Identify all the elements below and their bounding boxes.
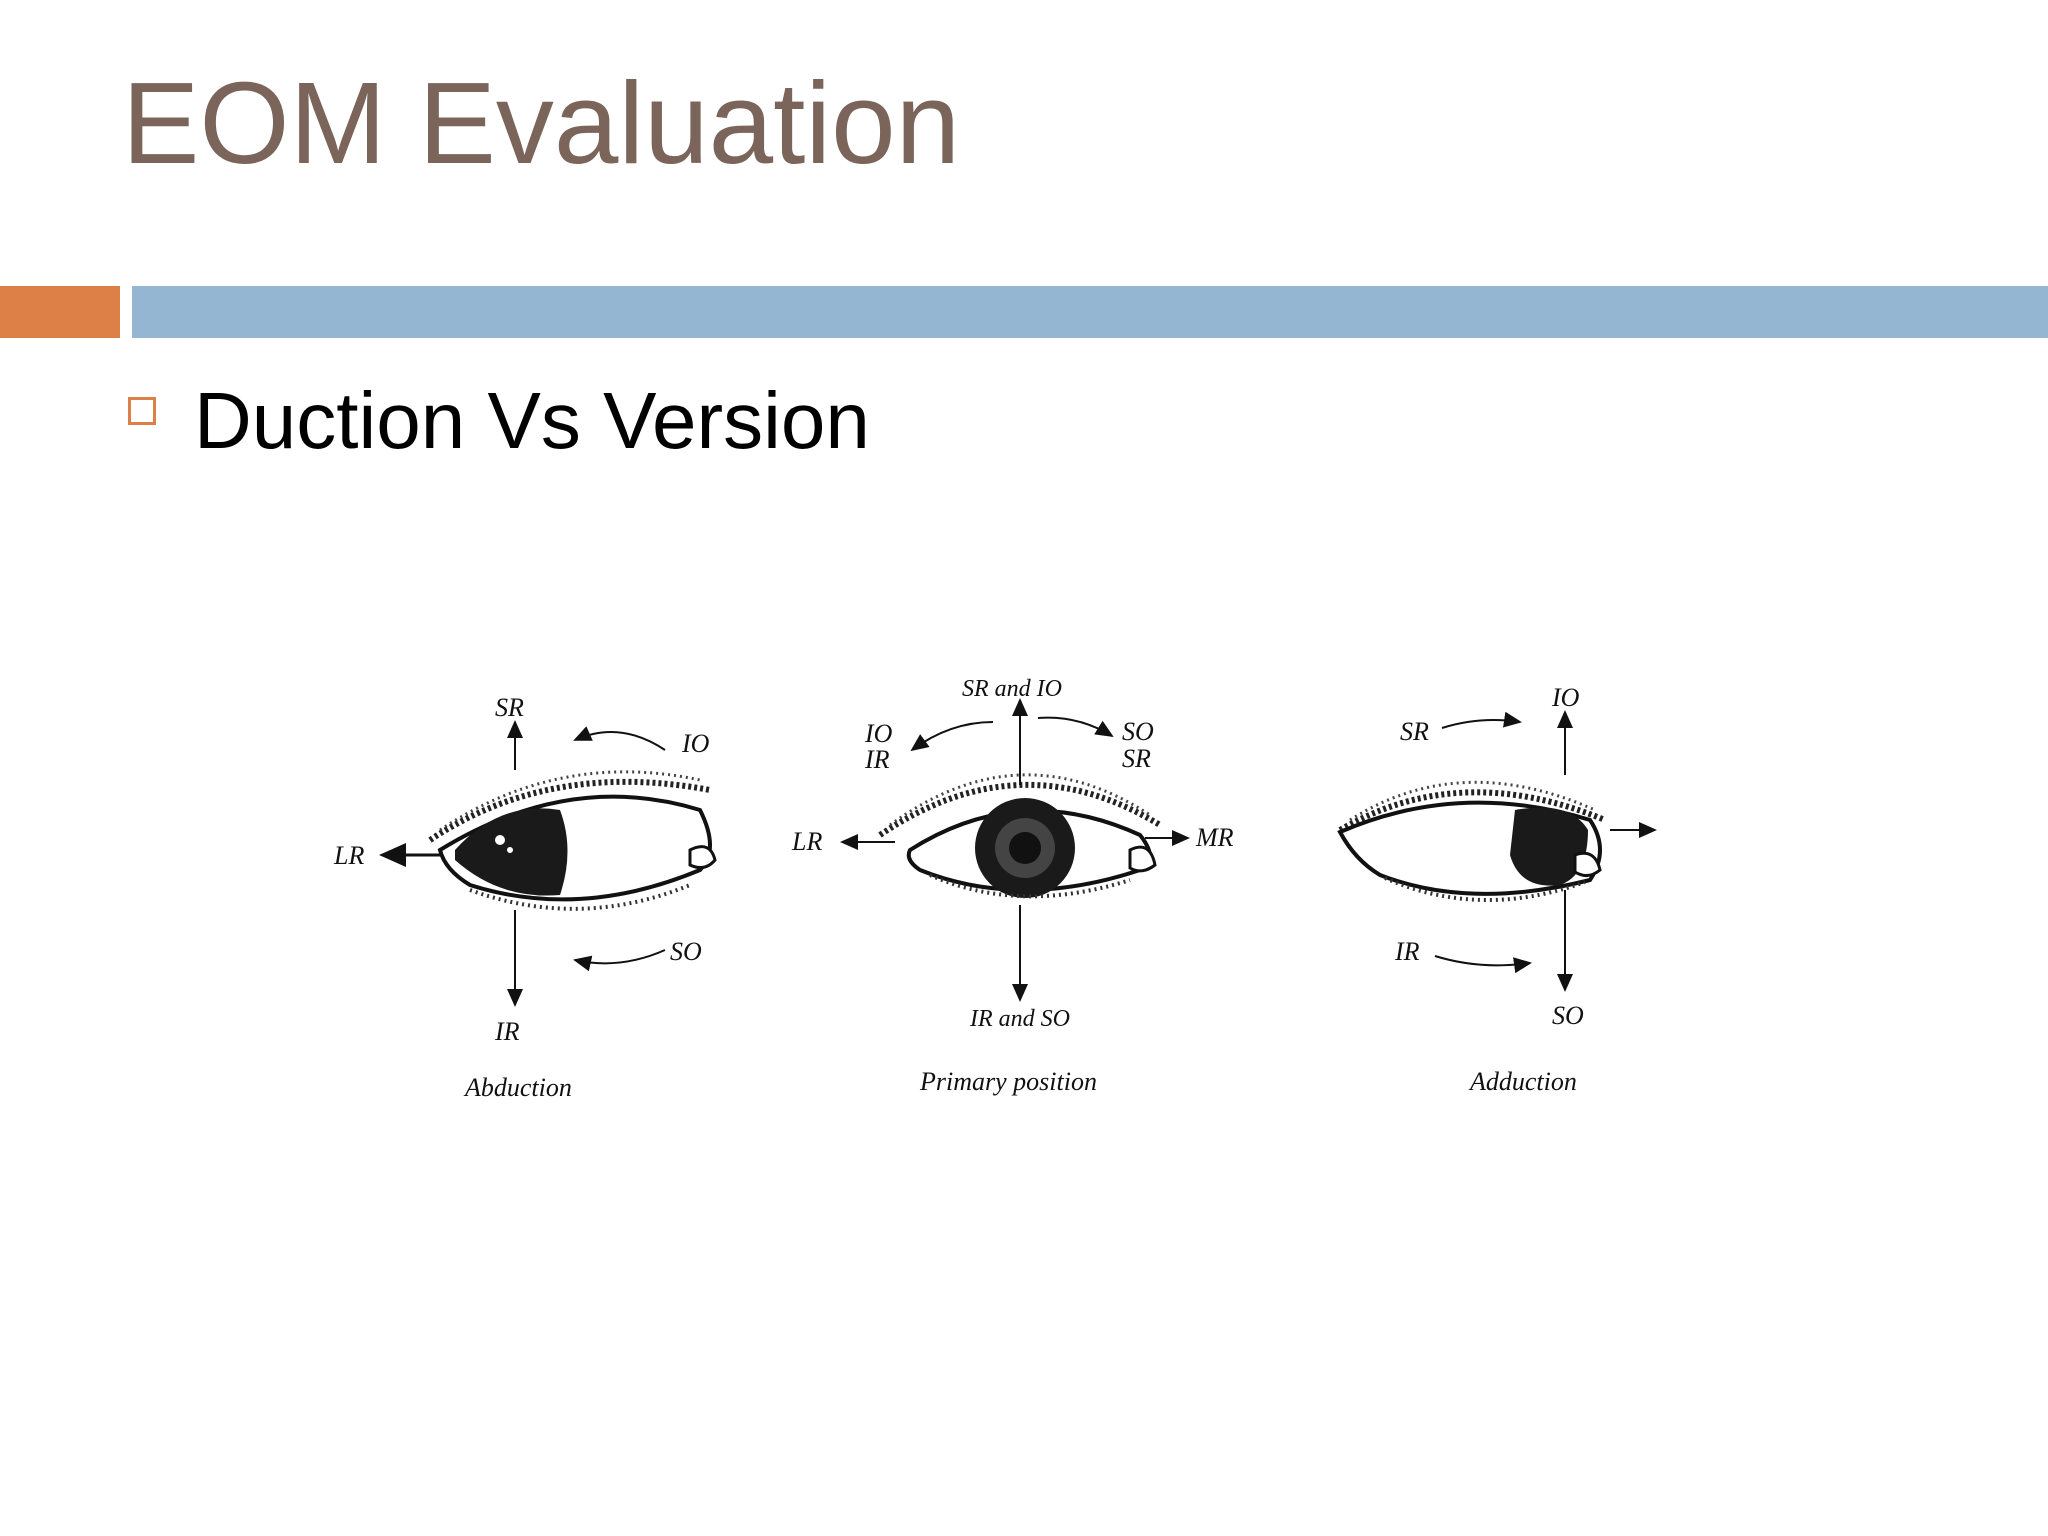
primary-top-label: SR and IO xyxy=(962,676,1062,702)
adduction-so-label: SO xyxy=(1552,1001,1584,1030)
adduction-io-label: IO xyxy=(1551,683,1580,712)
abduction-sr-label: SR xyxy=(495,693,524,722)
abduction-io-label: IO xyxy=(681,729,710,758)
slide-title: EOM Evaluation xyxy=(122,58,961,188)
accent-bar-blue xyxy=(132,286,2048,338)
primary-lr-label: LR xyxy=(791,827,822,856)
abduction-eye xyxy=(379,720,717,1007)
bullet-square-icon xyxy=(128,397,156,425)
primary-mr-label: MR xyxy=(1195,823,1234,852)
bullet-item: Duction Vs Version xyxy=(128,376,870,466)
abduction-caption: Abduction xyxy=(463,1073,572,1102)
primary-ir-label: IR xyxy=(864,745,890,774)
eye-diagram-svg: SR IO LR SO IR Abduction xyxy=(333,676,1657,1102)
primary-position-eye xyxy=(840,698,1190,1002)
accent-bar-orange xyxy=(0,286,120,338)
adduction-sr-label: SR xyxy=(1400,717,1429,746)
eye-movement-figure: SR IO LR SO IR Abduction xyxy=(320,660,1700,1110)
abduction-ir-label: IR xyxy=(494,1017,520,1046)
abduction-so-label: SO xyxy=(670,937,702,966)
adduction-eye xyxy=(1337,710,1657,992)
primary-bottom-label: IR and SO xyxy=(969,1006,1070,1032)
primary-caption: Primary position xyxy=(919,1067,1097,1096)
adduction-caption: Adduction xyxy=(1468,1067,1577,1096)
adduction-ir-label: IR xyxy=(1394,937,1420,966)
primary-so-label: SO xyxy=(1122,717,1154,746)
primary-io-label: IO xyxy=(864,719,893,748)
bullet-text: Duction Vs Version xyxy=(194,376,870,465)
abduction-lr-label: LR xyxy=(333,841,364,870)
primary-sr-label: SR xyxy=(1122,744,1151,773)
